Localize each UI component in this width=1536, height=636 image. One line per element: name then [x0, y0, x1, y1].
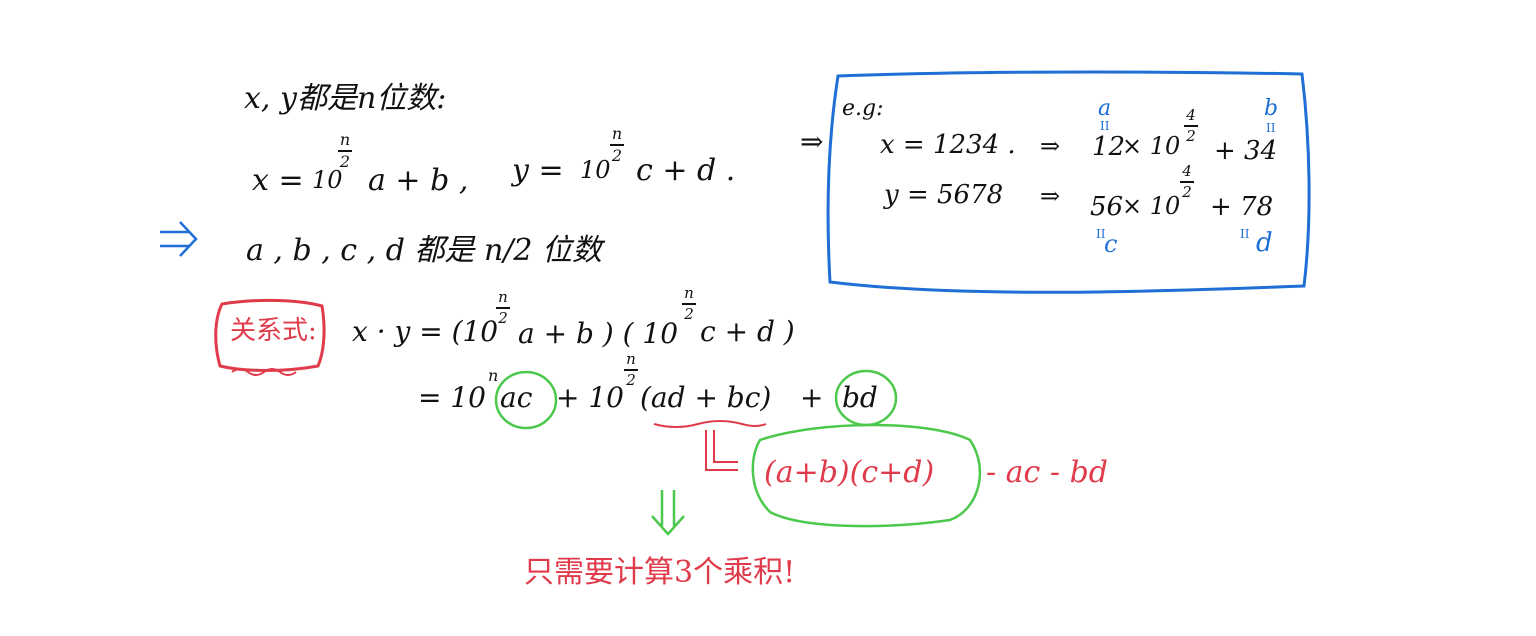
product-lhs: x · y = (10 — [352, 315, 499, 348]
example-box — [826, 70, 1311, 294]
x-exp-den: 2 — [339, 152, 351, 171]
x-exponent: n 2 — [338, 132, 352, 170]
conclusion-text: 只需要计算3个乘积! — [524, 555, 796, 590]
example-y-implies: ⇒ — [1040, 182, 1061, 210]
relation-label-box — [214, 298, 326, 372]
y-exponent: n 2 — [610, 126, 624, 164]
replace-expr: (a+b)(c+d) — [764, 455, 935, 490]
example-x-implies: ⇒ — [1040, 132, 1061, 160]
circle-replace — [751, 423, 982, 528]
label-a-mark: II — [1100, 119, 1110, 133]
example-x-plus: + 34 — [1214, 136, 1278, 166]
circle-ac — [494, 370, 558, 430]
label-c-mark: II — [1096, 227, 1106, 241]
down-arrow — [651, 490, 685, 536]
expand-plus1: + 10 — [556, 381, 624, 414]
bracket-arrow — [705, 430, 738, 471]
label-b: b — [1264, 96, 1279, 121]
y-base: 10 — [580, 156, 611, 184]
example-x-line: x = 1234 . — [880, 130, 1016, 160]
relation-label-underline — [231, 368, 297, 376]
example-x-times: × 10 — [1122, 132, 1181, 160]
relation-label: 关系式: — [230, 316, 317, 346]
product-exp2-den: 2 — [684, 305, 694, 323]
product-exp2-num: n — [684, 284, 694, 302]
product-c: c + d ) — [700, 315, 795, 348]
example-x-exp-num: 4 — [1186, 106, 1196, 124]
expand-exp-num: n — [626, 350, 636, 368]
expand-plus2: + — [800, 381, 824, 414]
label-d: d — [1256, 228, 1273, 258]
expand-eq: = 10 — [418, 381, 486, 414]
label-c: c — [1104, 230, 1118, 258]
replace-rest: - ac - bd — [986, 455, 1108, 490]
example-y-times: × 10 — [1122, 192, 1181, 220]
label-b-mark: II — [1266, 121, 1276, 135]
product-a: a + b ) ( 10 — [518, 317, 679, 350]
expand-exp: n 2 — [624, 352, 638, 388]
label-d-mark: II — [1240, 227, 1250, 241]
x-base: 10 — [312, 166, 343, 194]
example-y-exp-num: 4 — [1182, 162, 1192, 180]
product-exp2: n 2 — [682, 286, 696, 322]
expand-n: n — [488, 366, 499, 385]
example-arrow: ⇒ — [800, 125, 824, 158]
expand-mid: (ad + bc) — [640, 381, 772, 414]
example-x-exp: 4 2 — [1184, 108, 1198, 144]
example-x-hi: 12 — [1092, 132, 1126, 162]
left-implies — [160, 221, 198, 257]
label-a: a — [1098, 96, 1112, 121]
y-lhs: y = — [512, 153, 564, 188]
x-rest: a + b , — [368, 163, 469, 198]
example-y-plus: + 78 — [1210, 192, 1274, 222]
y-exp-den: 2 — [611, 146, 623, 165]
expand-exp-den: 2 — [626, 371, 636, 389]
example-y-hi: 56 — [1090, 192, 1124, 222]
premise-text: x, y都是n位数: — [244, 81, 447, 116]
example-title: e.g: — [842, 96, 884, 121]
abcd-line: a , b , c , d 都是 n/2 位数 — [246, 233, 603, 268]
x-exp-num: n — [339, 130, 351, 149]
example-y-exp-den: 2 — [1182, 183, 1192, 201]
x-lhs: x = — [252, 163, 304, 198]
underline-mid — [653, 420, 767, 428]
expand-bd: bd — [842, 381, 878, 414]
example-y-exp: 4 2 — [1180, 164, 1194, 200]
example-x-exp-den: 2 — [1186, 127, 1196, 145]
y-exp-num: n — [611, 124, 623, 143]
y-rest: c + d . — [636, 153, 736, 188]
product-exp1-den: 2 — [498, 309, 508, 327]
example-y-line: y = 5678 — [884, 180, 1004, 210]
expand-ac: ac — [500, 381, 533, 414]
product-exp1: n 2 — [496, 290, 510, 326]
product-exp1-num: n — [498, 288, 508, 306]
